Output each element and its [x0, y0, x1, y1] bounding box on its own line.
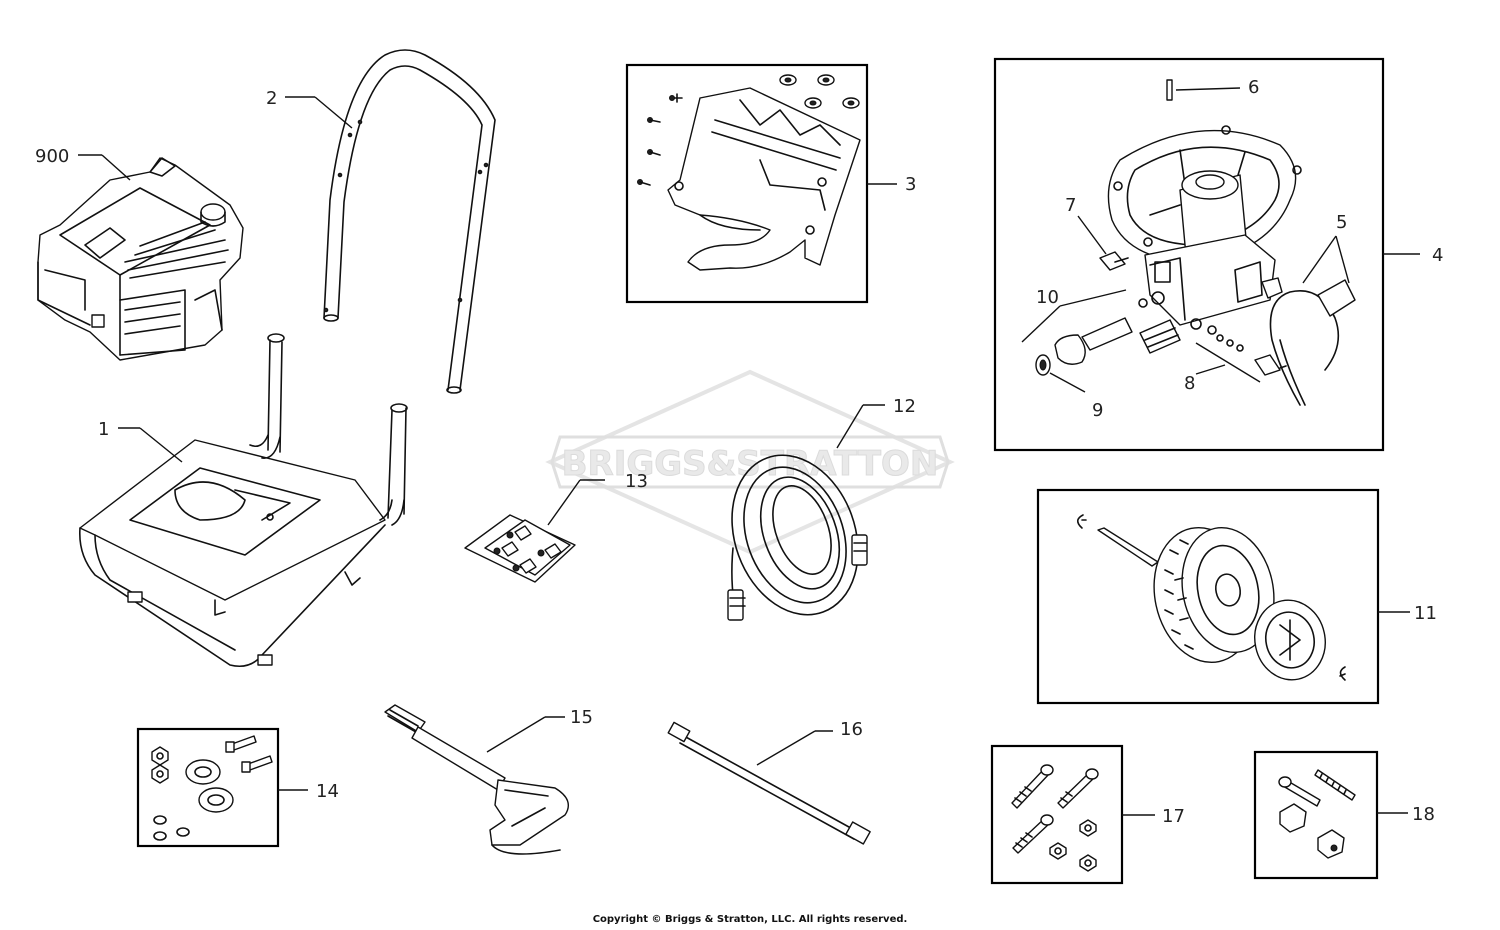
- bracket-screws: [637, 93, 683, 186]
- callout-11: 11: [1414, 603, 1437, 624]
- callout-7: 7: [1065, 195, 1076, 216]
- part-17-box: [990, 744, 1124, 885]
- callout-6: 6: [1248, 77, 1259, 98]
- copyright-notice: Copyright © Briggs & Stratton, LLC. All …: [592, 914, 908, 925]
- part-hardware-kit-14: [151, 735, 273, 841]
- part-wheel-kit: [1076, 514, 1346, 681]
- bracket-grommets: [779, 74, 860, 109]
- part-bracket: [637, 74, 861, 271]
- part-nozzle-kit: [464, 514, 576, 583]
- callout-12: 12: [893, 396, 916, 417]
- callout-8: 8: [1184, 373, 1195, 394]
- callout-14: 14: [316, 781, 339, 802]
- part-pump: [1035, 79, 1356, 406]
- callout-3: 3: [905, 174, 916, 195]
- callout-13: 13: [625, 471, 648, 492]
- part-hardware-kit-18: [1278, 769, 1356, 859]
- part-engine: [37, 157, 244, 361]
- callout-9: 9: [1092, 400, 1103, 421]
- callout-16: 16: [840, 719, 863, 740]
- part-18-box: [1253, 750, 1379, 880]
- callout-5: 5: [1336, 212, 1347, 233]
- callout-10: 10: [1036, 287, 1059, 308]
- callout-18: 18: [1412, 804, 1435, 825]
- callout-17: 17: [1162, 806, 1185, 827]
- callout-2: 2: [266, 88, 277, 109]
- brand-watermark: BRIGGS&STRATTON: [545, 369, 955, 555]
- part-hardware-kit-17: [1011, 764, 1099, 872]
- part-frame: [78, 333, 408, 668]
- part-spray-gun: [384, 704, 569, 855]
- callout-900: 900: [35, 146, 69, 167]
- watermark-text: BRIGGS&STRATTON: [562, 444, 939, 484]
- part-14-box: [136, 727, 280, 848]
- part-hose: [727, 454, 868, 621]
- part-handle: [323, 49, 496, 394]
- part-11-box: [1036, 488, 1380, 705]
- callout-15: 15: [570, 707, 593, 728]
- callout-4: 4: [1432, 245, 1443, 266]
- callout-1: 1: [98, 419, 109, 440]
- part-wand: [667, 721, 871, 845]
